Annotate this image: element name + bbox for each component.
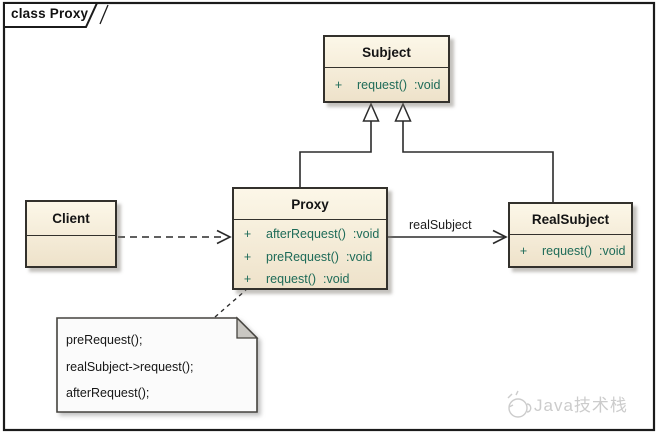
class-name-subject: Subject [325,37,448,68]
method-signature: afterRequest() [266,227,346,242]
association-proxy-realsubject-arrow-icon [492,229,508,245]
dependency-client-proxy-arrow-icon [216,229,232,245]
note-text-line: preRequest(); [66,333,143,347]
note-shape-group [56,316,259,413]
class-methods-realsubject: + request() :void [510,235,631,267]
method-return-type: :void [599,244,626,258]
method-return-type: :void [414,78,441,92]
watermark-logo-icon [507,390,532,418]
method-visibility: + [243,227,252,242]
method-row: + afterRequest() :void [234,223,386,246]
method-return-type: :void [345,249,373,264]
method-visibility: + [334,78,343,92]
note-text-line: afterRequest(); [66,386,150,400]
watermark: Java技术栈 [497,391,628,416]
method-row: + preRequest() :void [234,246,386,269]
method-visibility: + [519,244,528,258]
generalization-realsubject-subject-triangle-icon [394,102,412,122]
method-visibility: + [243,272,252,287]
class-name-client: Client [27,202,115,236]
note-text-line: realSubject->request(); [66,360,194,374]
method-row: + request() :void [510,235,631,267]
generalization-realsubject-subject-line [402,120,554,202]
method-visibility: + [243,249,252,264]
class-name-proxy: Proxy [234,189,386,220]
method-return-type: :void [323,272,350,287]
diagram-tab-shape [3,2,99,28]
class-box-realsubject: RealSubject + request() :void [508,202,633,268]
class-box-client: Client [25,200,117,268]
class-name-realsubject: RealSubject [510,204,631,235]
generalization-proxy-subject-triangle-icon [362,102,380,122]
watermark-text: Java技术栈 [534,396,628,415]
note-shape [56,317,258,413]
diagram-title-tab: class Proxy [11,6,89,21]
association-role-label: realSubject [409,218,472,232]
method-signature: request() [357,78,408,92]
method-row: + request() :void [325,68,448,102]
class-methods-proxy: + afterRequest() :void + preRequest() :v… [234,220,386,291]
method-signature: request() [542,244,593,258]
method-signature: preRequest() [266,249,339,264]
note-link-line [214,289,247,318]
class-box-subject: Subject + request() :void [323,35,450,103]
class-box-proxy: Proxy + afterRequest() :void + preReques… [232,187,388,290]
method-signature: request() [266,272,317,287]
note-fold-corner-icon [236,316,259,339]
method-return-type: :void [352,227,380,242]
diagram-tab-tick [99,4,109,25]
method-row: + request() :void [234,268,386,291]
class-methods-subject: + request() :void [325,68,448,102]
generalization-proxy-subject-line [299,120,372,187]
